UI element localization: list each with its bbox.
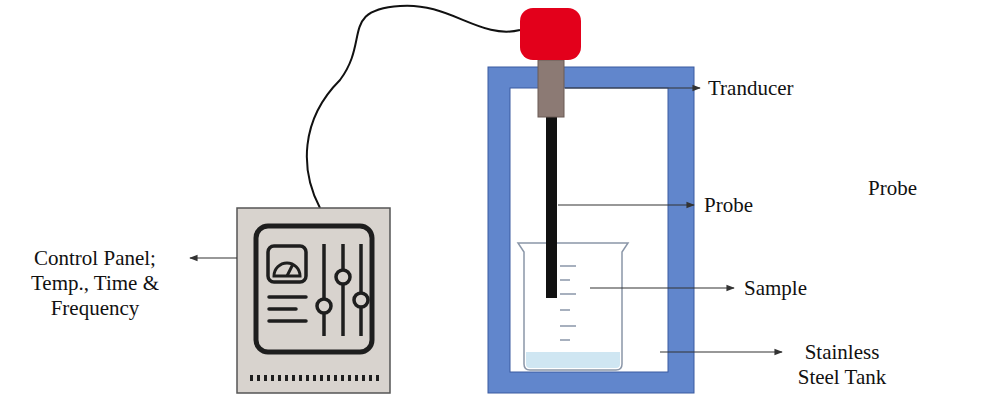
slider-track — [322, 244, 326, 336]
gauge-needle — [287, 264, 293, 276]
screen-line — [269, 319, 306, 323]
part-label: Stainless Steel Tank — [786, 340, 898, 390]
beaker — [518, 243, 628, 370]
tank-chamber — [510, 88, 668, 372]
transducer-cap — [520, 8, 581, 60]
slider-knob — [354, 293, 368, 307]
graduations — [560, 266, 576, 340]
probe-rod — [546, 115, 557, 298]
leader-arrow — [565, 87, 700, 88]
leader-arrow — [190, 257, 237, 258]
gauge-dial — [274, 263, 300, 276]
steel-tank — [488, 67, 694, 393]
leader-arrow — [660, 351, 782, 352]
gauge-frame — [268, 246, 306, 282]
button-row — [250, 375, 380, 381]
part-label: Control Panel; Temp., Time & Frequency — [6, 246, 184, 321]
control-panel — [237, 208, 390, 393]
slider-knob — [336, 270, 350, 284]
leader-arrow — [558, 204, 694, 205]
slider-track — [359, 244, 363, 336]
part-label: Tranducer — [708, 76, 794, 101]
slider-knob — [317, 299, 331, 313]
panel-screen — [256, 226, 372, 352]
part-label: Probe — [704, 193, 753, 218]
transducer — [538, 60, 564, 117]
part-label: Sample — [744, 276, 807, 301]
figure-title: Probe — [868, 176, 917, 201]
slider-track — [341, 244, 345, 336]
screen-line — [269, 295, 306, 299]
leader-arrow — [590, 287, 734, 288]
screen-line — [269, 307, 296, 311]
sample-liquid — [526, 352, 620, 368]
